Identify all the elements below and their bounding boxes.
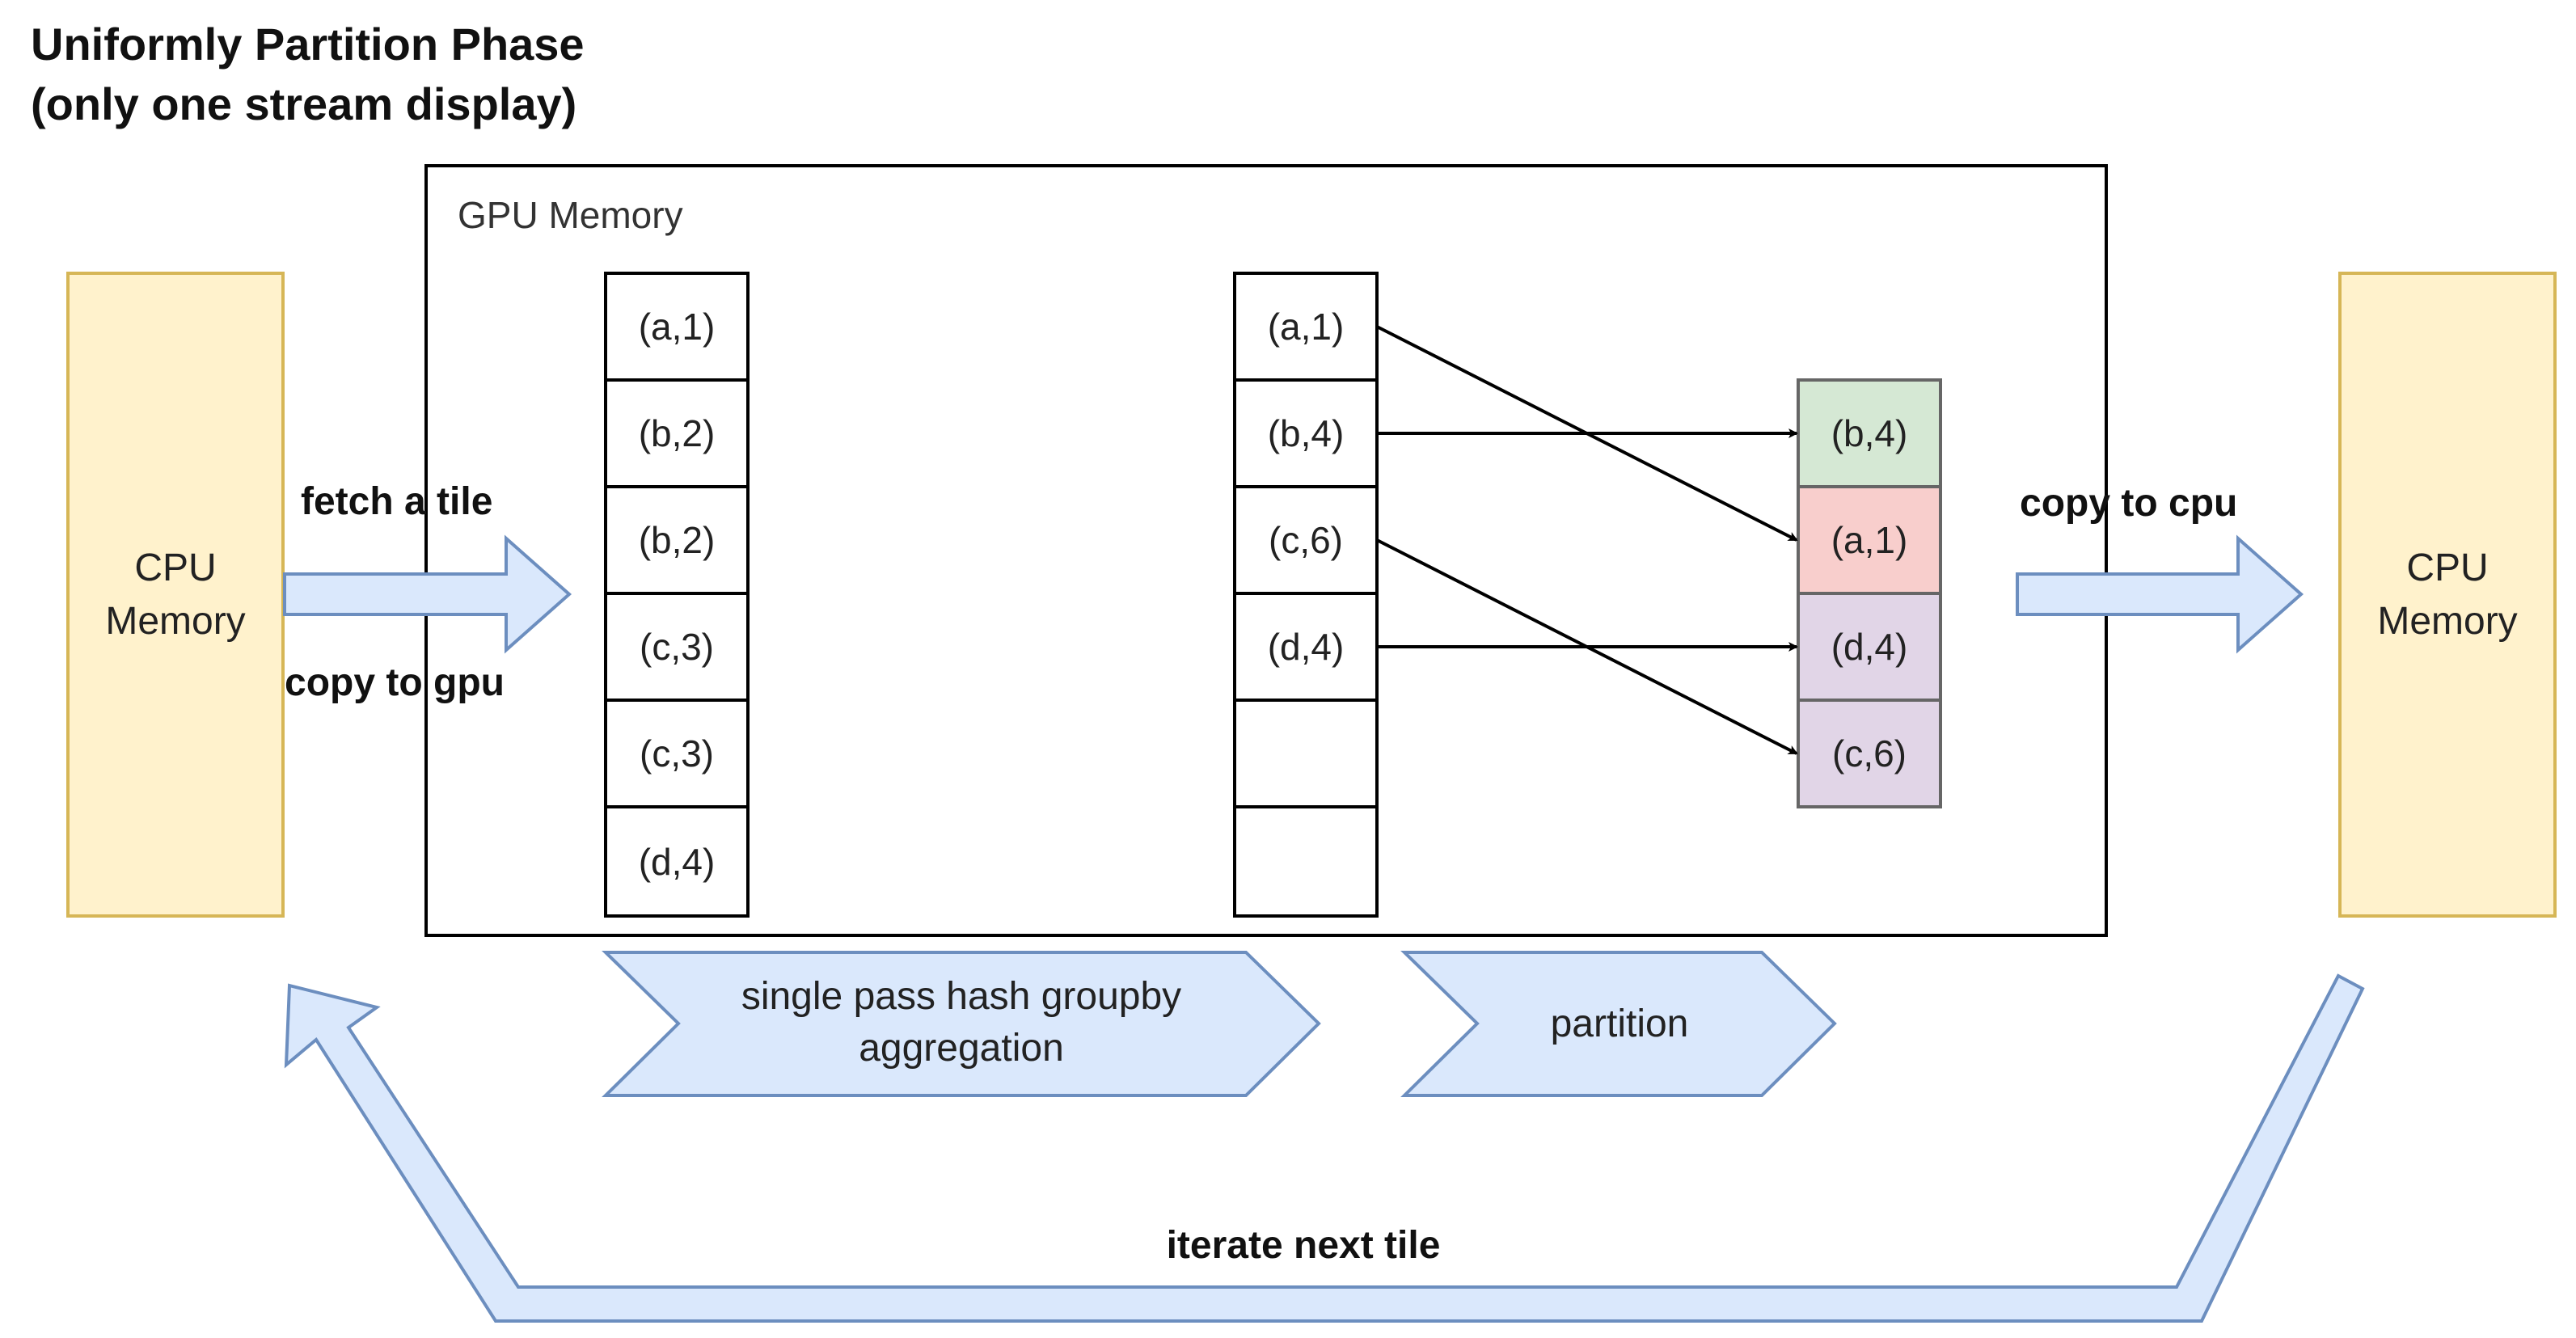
- aggregated-tile-value: (a,1): [1268, 306, 1345, 348]
- cpu-memory-left-box: [66, 272, 285, 918]
- partition-value-d: (d,4): [1831, 626, 1908, 668]
- aggregated-tile-cell: [1233, 272, 1379, 382]
- gpu-memory-label: GPU Memory: [458, 194, 683, 236]
- aggregated-tile-cell: [1233, 378, 1379, 488]
- input-tile-cell: [604, 592, 750, 702]
- step-groupby-line1: single pass hash groupby: [741, 975, 1181, 1018]
- diagram-title-line1: Uniformly Partition Phase: [31, 19, 585, 70]
- copy-to-cpu-label: copy to cpu: [2020, 482, 2237, 525]
- iterate-next-tile-label: iterate next tile: [1167, 1224, 1441, 1267]
- partition-value-b: (b,4): [1831, 412, 1908, 454]
- partition-cell-a: [1797, 485, 1942, 595]
- copy-to-cpu-arrow-icon: [2016, 534, 2304, 654]
- cpu-memory-right-line1: CPU: [2406, 547, 2488, 589]
- aggregated-tile-column: (a,1) (b,4) (c,6) (d,4): [1233, 272, 1379, 918]
- step-groupby-aggregation: single pass hash groupby aggregation: [602, 951, 1321, 1097]
- copy-to-gpu-arrow-icon: [283, 534, 572, 654]
- step-groupby-line2: aggregation: [859, 1027, 1064, 1070]
- iterate-loop-arrow-icon: [284, 973, 2365, 1323]
- aggregated-tile-cell: [1233, 699, 1379, 808]
- step-groupby-chevron-icon: [602, 951, 1321, 1097]
- aggregated-tile-value: (c,6): [1269, 519, 1343, 561]
- partition-value-a: (a,1): [1831, 519, 1908, 561]
- partition-cell-c: [1797, 699, 1942, 808]
- aggregated-tile-value: (b,4): [1268, 412, 1345, 454]
- input-tile-value: (c,3): [640, 626, 714, 668]
- partition-value-c: (c,6): [1832, 732, 1907, 775]
- input-tile-value: (b,2): [639, 519, 716, 561]
- step-partition-chevron-icon: [1400, 951, 1837, 1097]
- cpu-memory-left-line1: CPU: [134, 547, 216, 589]
- diagram-title-line2: (only one stream display): [31, 78, 576, 129]
- cpu-memory-left: CPU Memory: [66, 272, 285, 918]
- cpu-memory-left-line2: Memory: [105, 600, 245, 643]
- input-tile-cell: [604, 485, 750, 595]
- cpu-memory-right: CPU Memory: [2338, 272, 2557, 918]
- gpu-memory-box: [424, 164, 2108, 937]
- partition-cell-b: [1797, 378, 1942, 488]
- step-partition: partition: [1400, 951, 1837, 1097]
- cpu-memory-right-box: [2338, 272, 2557, 918]
- partitioned-tile-column: (b,4) (a,1) (d,4) (c,6): [1797, 378, 1942, 808]
- input-tile-value: (b,2): [639, 412, 716, 454]
- step-partition-label: partition: [1551, 1002, 1689, 1045]
- partition-connectors: [1376, 325, 1798, 755]
- fetch-tile-label: fetch a tile: [301, 480, 492, 523]
- input-tile-value: (d,4): [639, 841, 716, 883]
- cpu-memory-right-line2: Memory: [2377, 600, 2517, 643]
- input-tile-column: (a,1) (b,2) (b,2) (c,3) (c,3) (d,4): [604, 272, 750, 918]
- copy-to-gpu-label: copy to gpu: [285, 661, 505, 704]
- aggregated-tile-value: (d,4): [1268, 626, 1345, 668]
- input-tile-value: (c,3): [640, 732, 714, 775]
- input-tile-cell: [604, 805, 750, 918]
- aggregated-tile-cell: [1233, 805, 1379, 918]
- input-tile-value: (a,1): [639, 306, 716, 348]
- aggregated-tile-cell: [1233, 485, 1379, 595]
